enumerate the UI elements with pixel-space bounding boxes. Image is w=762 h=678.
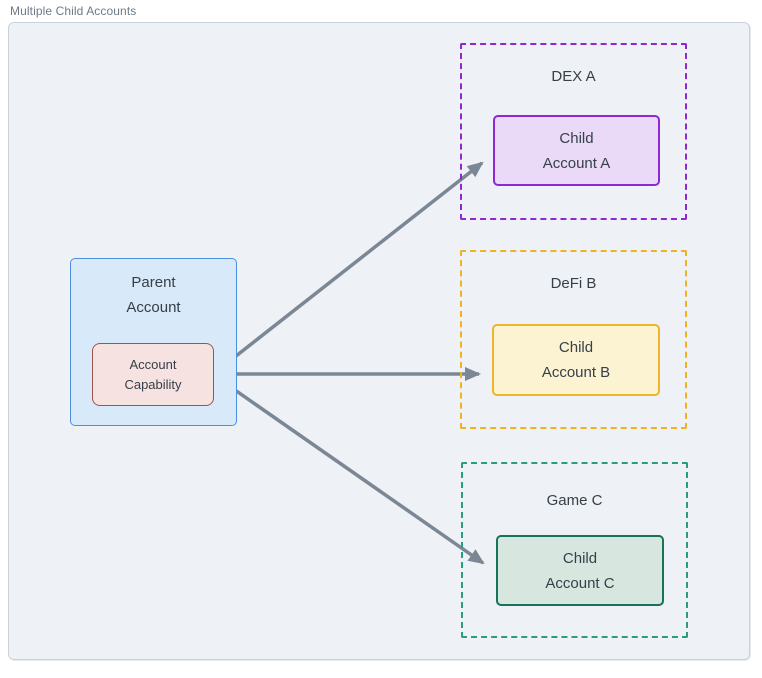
- group-defi-b-title: DeFi B: [550, 275, 597, 292]
- group-defi-b: DeFi B: [460, 250, 687, 429]
- group-game-c-title: Game C: [546, 492, 603, 509]
- child-account-b-label: Child Account B: [541, 339, 611, 381]
- group-dex-a-title: DEX A: [551, 68, 596, 85]
- group-dex-a: DEX A: [460, 43, 687, 220]
- child-account-a-node: Child Account A: [493, 115, 660, 186]
- diagram-title: Multiple Child Accounts: [10, 4, 137, 18]
- group-game-c: Game C: [461, 462, 688, 638]
- child-account-a-label: Child Account A: [542, 129, 611, 172]
- account-capability-node: Account Capability: [92, 343, 214, 406]
- account-capability-label: Account Capability: [124, 356, 182, 392]
- child-account-c-label: Child Account C: [545, 549, 615, 592]
- parent-account-label: Parent Account: [126, 274, 181, 316]
- child-account-b-node: Child Account B: [492, 324, 660, 396]
- child-account-c-node: Child Account C: [496, 535, 664, 606]
